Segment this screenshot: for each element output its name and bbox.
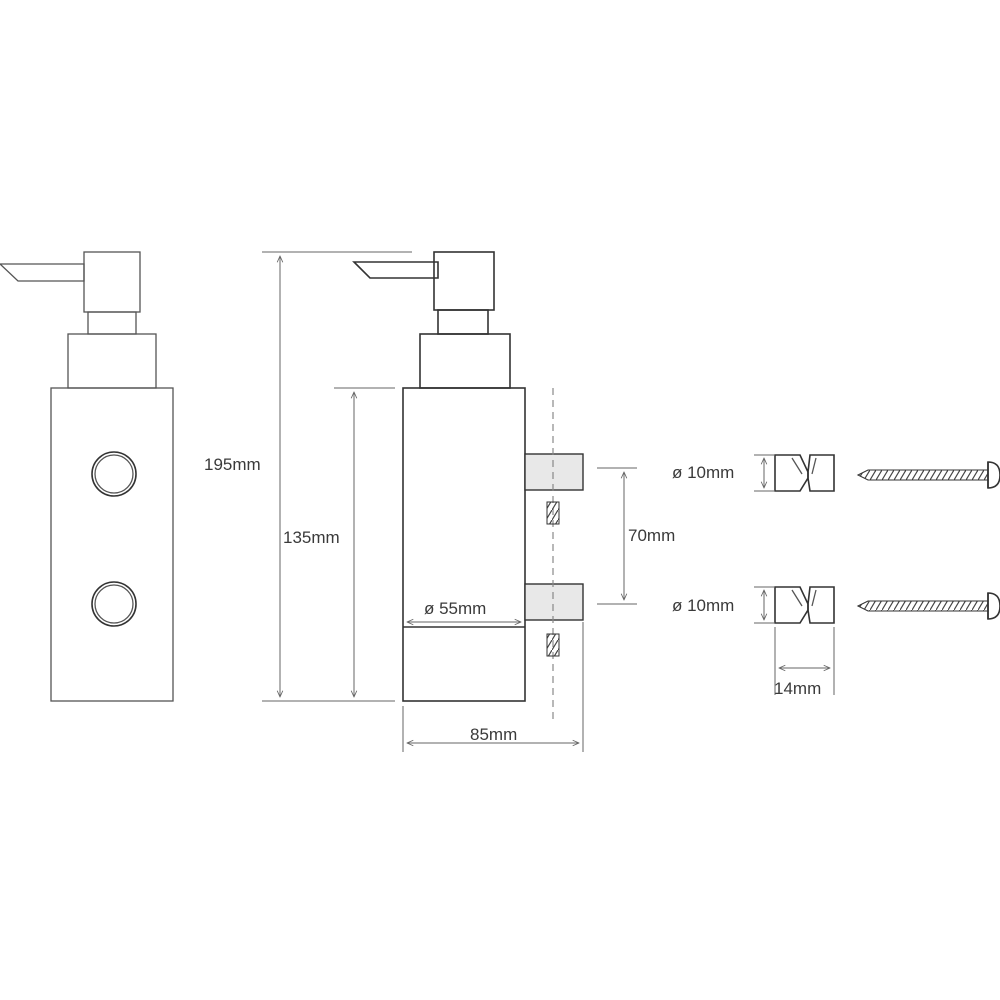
bracket-top: [524, 453, 584, 491]
wall-plug-top: [774, 454, 835, 492]
front-body: [50, 387, 174, 702]
side-neck: [437, 309, 489, 335]
front-fixing-cap-top: [91, 451, 137, 497]
front-neck: [87, 311, 137, 335]
label-anchor-length: 14mm: [774, 679, 821, 698]
side-pump-head: [433, 251, 495, 311]
set-screw-bottom: [546, 633, 560, 657]
label-body-height: 135mm: [283, 528, 340, 547]
front-pump-head: [83, 251, 141, 313]
front-fixing-cap-bottom: [91, 581, 137, 627]
fixings: ø 10mm ø 10mm 14mm: [672, 454, 1000, 698]
side-view: [352, 251, 584, 720]
label-anchor-diameter-top: ø 10mm: [672, 463, 734, 482]
set-screw-top: [546, 501, 560, 525]
front-collar: [67, 333, 157, 389]
label-bracket-spacing: 70mm: [628, 526, 675, 545]
screw-bottom: [856, 592, 1000, 620]
side-body: [402, 387, 526, 702]
side-collar: [419, 333, 511, 389]
label-projection: 85mm: [470, 725, 517, 744]
dimension-lines: [262, 251, 637, 752]
side-spout: [352, 261, 439, 279]
wall-plug-bottom: [774, 586, 835, 624]
front-view: [0, 251, 174, 702]
front-spout: [0, 263, 85, 282]
dimension-labels: 195mm 135mm 70mm ø 55mm 85mm: [204, 455, 675, 744]
label-anchor-diameter-bottom: ø 10mm: [672, 596, 734, 615]
front-fixing-cap-top-inner: [94, 454, 134, 494]
screw-top: [856, 461, 1000, 489]
front-fixing-cap-bottom-inner: [94, 584, 134, 624]
label-total-height: 195mm: [204, 455, 261, 474]
bracket-bottom: [524, 583, 584, 621]
label-body-diameter: ø 55mm: [424, 599, 486, 618]
